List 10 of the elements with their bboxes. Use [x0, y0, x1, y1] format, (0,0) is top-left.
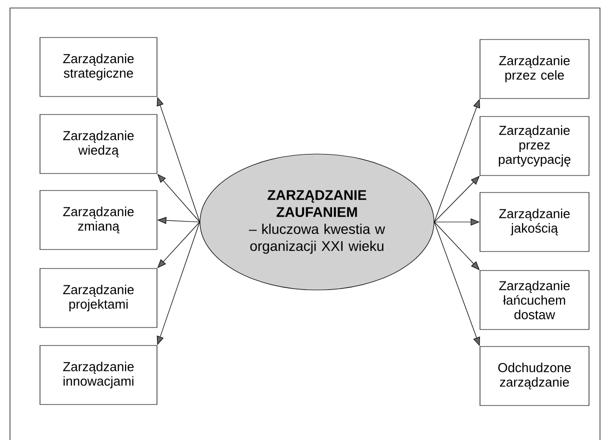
process-box: Zarządzanie projektami	[40, 268, 158, 328]
process-box: Zarządzanie przez cele	[480, 39, 590, 99]
process-box: Zarządzanie zmianą	[40, 190, 158, 250]
process-box: Odchudzone zarządzanie	[480, 346, 590, 406]
process-box: Zarządzanie wiedzą	[40, 114, 158, 174]
process-box: Zarządzanie łańcuchem dostaw	[480, 270, 590, 330]
process-box: Zarządzanie strategiczne	[40, 37, 158, 97]
process-box: Zarządzanie jakością	[480, 192, 590, 252]
process-box: Zarządzanie innowacjami	[40, 345, 158, 405]
process-box: Zarządzanie przez partycypację	[480, 116, 590, 176]
